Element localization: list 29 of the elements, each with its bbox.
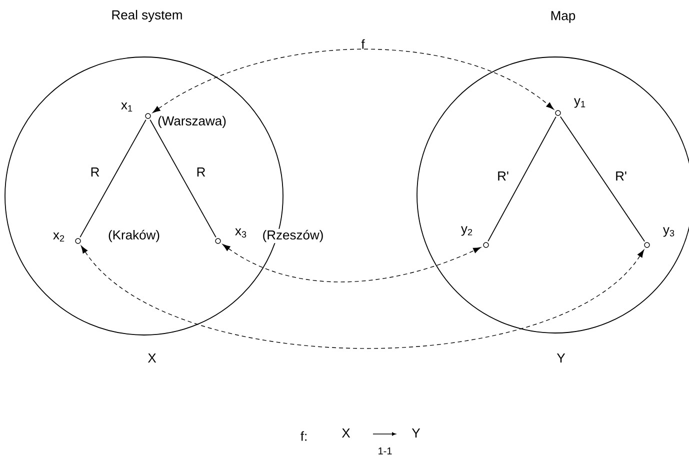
- circle-title: Real system: [112, 10, 182, 22]
- point-label: y$_{2}$: [461, 226, 472, 236]
- point-label: x$_{1}$: [121, 102, 132, 112]
- set-label: Y: [556, 354, 566, 362]
- point-label: x$_{3}$: [235, 228, 246, 238]
- circle-title: Map: [551, 11, 576, 23]
- relation-line: [150, 119, 216, 238]
- city-label: (Rzeszów): [261, 228, 325, 244]
- set-label: X: [148, 354, 156, 362]
- relation-line: [488, 116, 556, 242]
- formula-text: X: [342, 428, 350, 438]
- formula-text: Y: [412, 428, 420, 438]
- edge-label: R: [197, 168, 206, 176]
- point-label: x$_{2}$: [53, 232, 64, 242]
- relation-line: [560, 116, 646, 242]
- edge-label: R': [498, 172, 508, 180]
- edge-label: f: [361, 39, 365, 49]
- city-label: (Warszawa): [156, 114, 228, 130]
- point-label: y$_{1}$: [574, 98, 586, 108]
- point-label: y$_{3}$: [663, 227, 674, 237]
- arrow-subscript: 1-1: [378, 448, 392, 454]
- relation-line: [80, 119, 146, 238]
- city-label: (Kraków): [107, 228, 161, 244]
- edge-label: R': [616, 172, 626, 180]
- mapping-arrow: [80, 246, 644, 349]
- edge-label: R: [91, 168, 100, 176]
- formula-text: f:: [300, 431, 306, 441]
- mapping-arrow: [222, 244, 481, 282]
- mapping-arrow: [152, 48, 554, 113]
